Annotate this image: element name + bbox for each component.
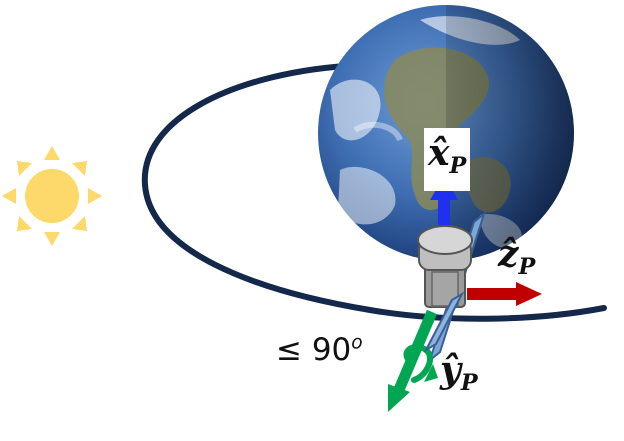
x-axis-symbol: x̂ [428, 132, 450, 174]
x-axis-subscript: P [449, 152, 467, 179]
y-axis-subscript: P [460, 369, 478, 396]
rotation-arc [403, 344, 438, 383]
x-axis-label: x̂P [424, 128, 471, 191]
orbit-path [141, 63, 607, 322]
y-axis-arrow [388, 309, 438, 412]
sun-icon [2, 146, 102, 246]
z-axis-label: ẑP [498, 232, 535, 289]
y-axis-symbol: ŷ [440, 349, 461, 391]
satellite-icon [417, 225, 473, 308]
angle-text: ≤ 90 [276, 332, 352, 368]
angle-degree: o [351, 332, 363, 354]
z-axis-arrow [467, 282, 542, 306]
z-axis-subscript: P [518, 253, 536, 280]
y-axis-label: ŷP [440, 346, 478, 407]
solar-panel-front [423, 291, 465, 353]
angle-label: ≤ 90o [276, 332, 363, 368]
z-axis-symbol: ẑ [498, 233, 519, 275]
